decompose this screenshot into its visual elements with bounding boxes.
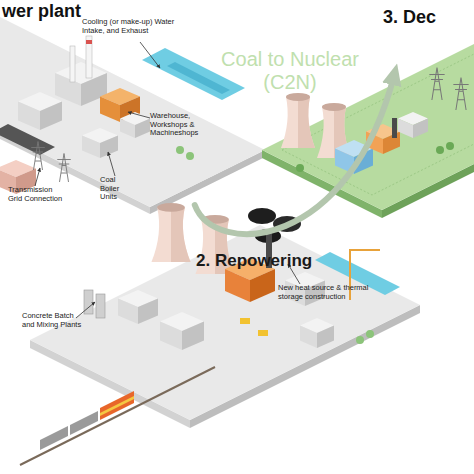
tree	[356, 336, 364, 344]
tree	[176, 146, 184, 154]
chimney	[86, 36, 92, 78]
leader-line	[140, 42, 160, 68]
locomotive-stripe	[100, 396, 134, 416]
locomotive	[100, 391, 134, 420]
repowering-arrow	[195, 72, 395, 234]
support-building	[398, 112, 428, 138]
chimney-band	[86, 40, 92, 44]
tree	[436, 146, 444, 154]
callout-text: Cooling (or make-up) Water Intake, and E…	[82, 18, 186, 35]
tree	[186, 152, 194, 160]
plate-top	[0, 0, 265, 207]
construction-vehicle	[258, 330, 268, 336]
warehouse	[120, 112, 150, 138]
repowering-panel	[20, 203, 420, 465]
boiler-building	[55, 62, 107, 106]
leader-line	[35, 168, 40, 186]
construction-vehicle	[240, 318, 250, 324]
callout-text: New heat source & thermal storage constr…	[278, 284, 374, 301]
coal-pile	[248, 208, 276, 224]
boiler-unit	[82, 128, 118, 158]
plant-panel: 3. Dec	[370, 0, 474, 72]
callout-text: Warehouse, Workshops & Machineshops	[150, 112, 222, 138]
tree	[446, 142, 454, 150]
workshop	[160, 312, 204, 350]
crane	[350, 250, 380, 300]
silo	[96, 294, 105, 318]
stack	[392, 118, 397, 138]
coal-pile	[273, 216, 301, 232]
watermark-title: Coal to Nuclear (C2N)	[212, 48, 368, 94]
panel-heading: 3. Dec	[383, 8, 436, 28]
rail-track	[20, 367, 215, 465]
train	[40, 391, 134, 450]
tree	[366, 330, 374, 338]
transmission-pylon	[57, 154, 71, 183]
transmission-pylon	[453, 78, 468, 110]
callout-text: Concrete Batch and Mixing Plants	[22, 312, 82, 329]
coal-plant-panel	[0, 0, 265, 214]
rail-car	[40, 426, 68, 450]
warehouse	[300, 318, 334, 348]
cooling-tower	[281, 93, 315, 148]
rail-car	[70, 411, 98, 435]
plate-top	[30, 225, 420, 420]
chimney	[70, 46, 75, 82]
workshop	[118, 290, 158, 324]
panel-heading: wer plant	[2, 2, 81, 22]
transmission-pylon	[429, 68, 444, 100]
callout-text: Coal Boiler Units	[100, 176, 136, 202]
callout-text: Transmission Grid Connection	[8, 186, 66, 203]
edge-label: 2. Repowering	[196, 251, 312, 271]
cooling-tower	[151, 203, 190, 262]
water-channel	[167, 62, 230, 94]
leader-line	[76, 302, 95, 318]
tree	[296, 164, 304, 172]
leader-line	[108, 152, 115, 176]
transmission-pylon	[31, 142, 45, 171]
leader-line	[128, 112, 150, 118]
leader-lines	[35, 42, 300, 318]
coal-yard	[0, 124, 55, 155]
boiler-building	[18, 92, 62, 130]
